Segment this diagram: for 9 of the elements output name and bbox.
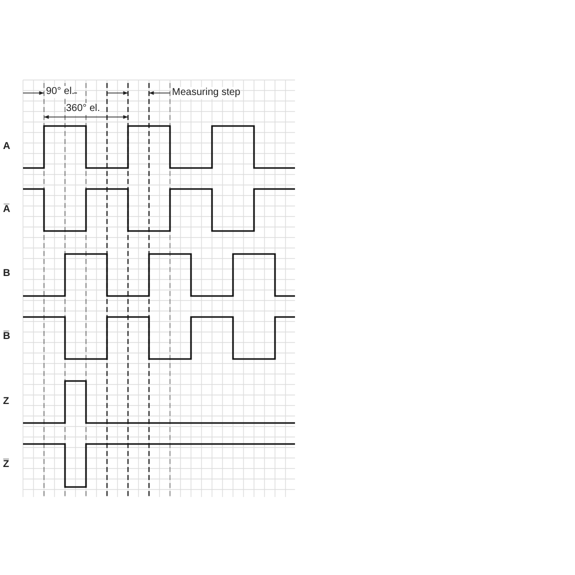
signal-name: B [3,268,10,280]
signal-name: Z [3,396,10,408]
dimension-label: Measuring step [172,87,240,99]
dimension-label: 90° el. [46,86,74,98]
signal-name: A [3,141,10,153]
dimension-label: 360° el. [66,103,100,115]
signal-name: B̅ [3,331,10,343]
signal-name: A̅ [3,204,10,216]
signal-name: Z̅ [3,459,10,471]
